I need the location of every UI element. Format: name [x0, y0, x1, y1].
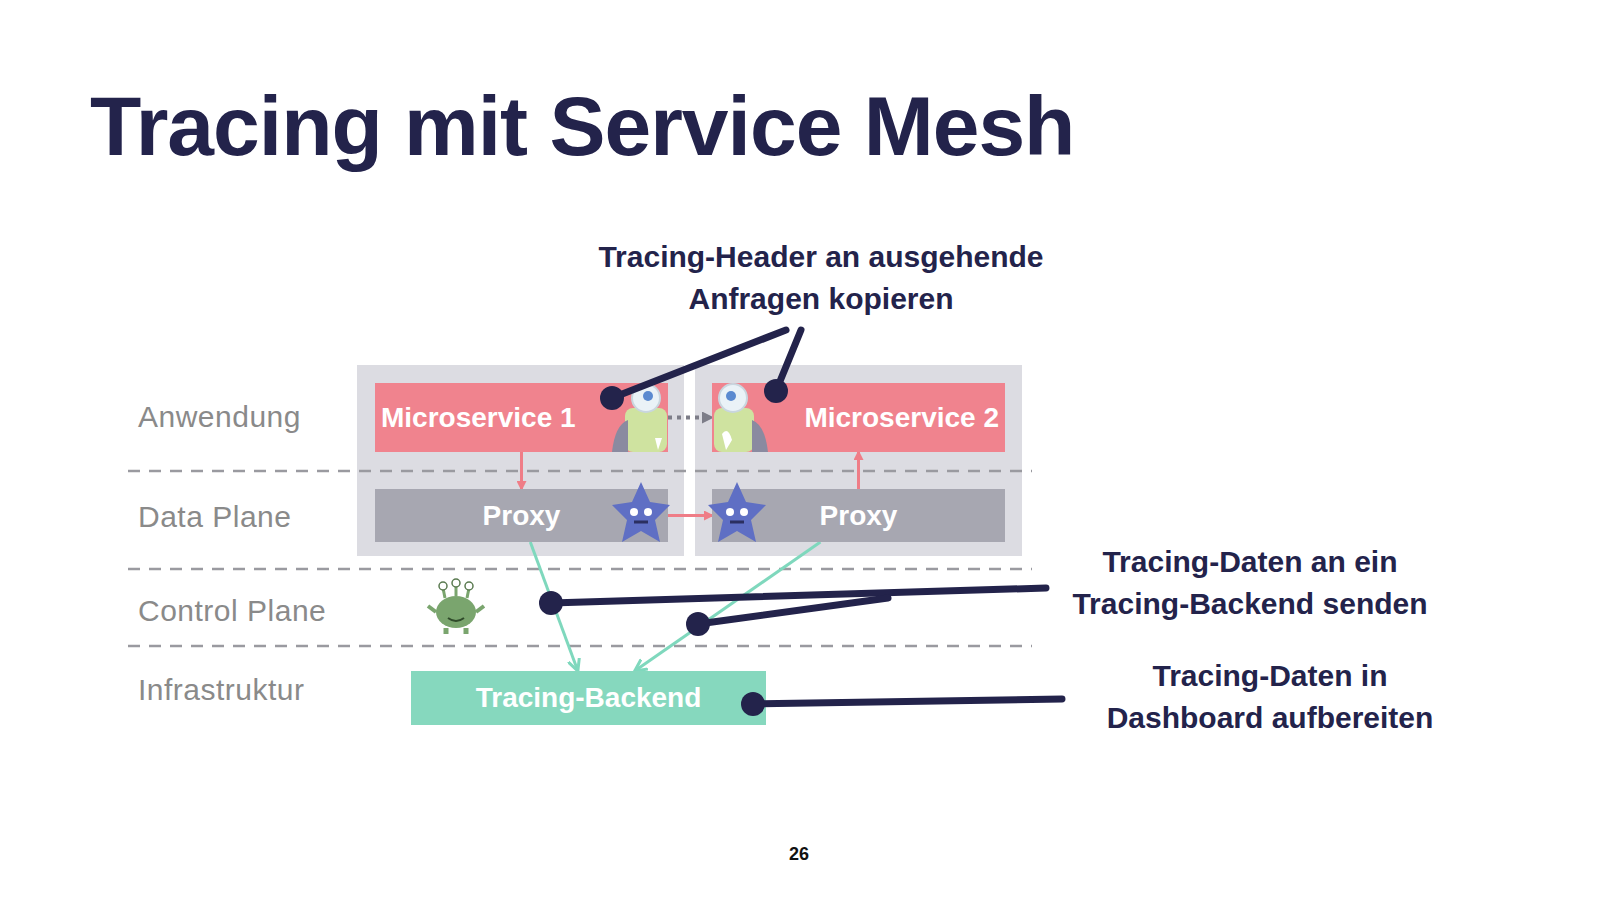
- layer-dividers: [128, 471, 1032, 646]
- callout-text: Tracing-Daten in Dashboard aufbereiten: [1080, 655, 1460, 739]
- box-text: Microservice 2: [804, 402, 999, 434]
- callout-text: Tracing-Header an ausgehende Anfragen ko…: [571, 236, 1071, 320]
- page-number: 26: [789, 844, 809, 865]
- box-text: Tracing-Backend: [476, 682, 702, 714]
- layer-label: Data Plane: [138, 500, 291, 534]
- service-box: Microservice 1: [375, 383, 668, 452]
- connector: [635, 542, 821, 671]
- connector: [530, 542, 578, 671]
- service-box: Microservice 2: [712, 383, 1005, 452]
- connector: [520, 452, 523, 489]
- service-panel: [695, 365, 1022, 556]
- proxy-box: Proxy: [712, 489, 1005, 542]
- box-text: Proxy: [820, 500, 898, 532]
- callout-text: Tracing-Daten an ein Tracing-Backend sen…: [1050, 541, 1450, 625]
- proxy-box: Proxy: [375, 489, 668, 542]
- box-text: Proxy: [483, 500, 561, 532]
- box-text: Microservice 1: [381, 402, 576, 434]
- connector: [668, 514, 712, 517]
- layer-label: Anwendung: [138, 400, 301, 434]
- backend-box: Tracing-Backend: [411, 671, 766, 725]
- connector: [668, 416, 712, 420]
- layer-label: Infrastruktur: [138, 673, 305, 707]
- control-plane-monster: [428, 579, 484, 634]
- connector: [857, 452, 860, 489]
- slide-title: Tracing mit Service Mesh: [90, 78, 1074, 175]
- service-panel: [357, 365, 684, 556]
- layer-label: Control Plane: [138, 594, 326, 628]
